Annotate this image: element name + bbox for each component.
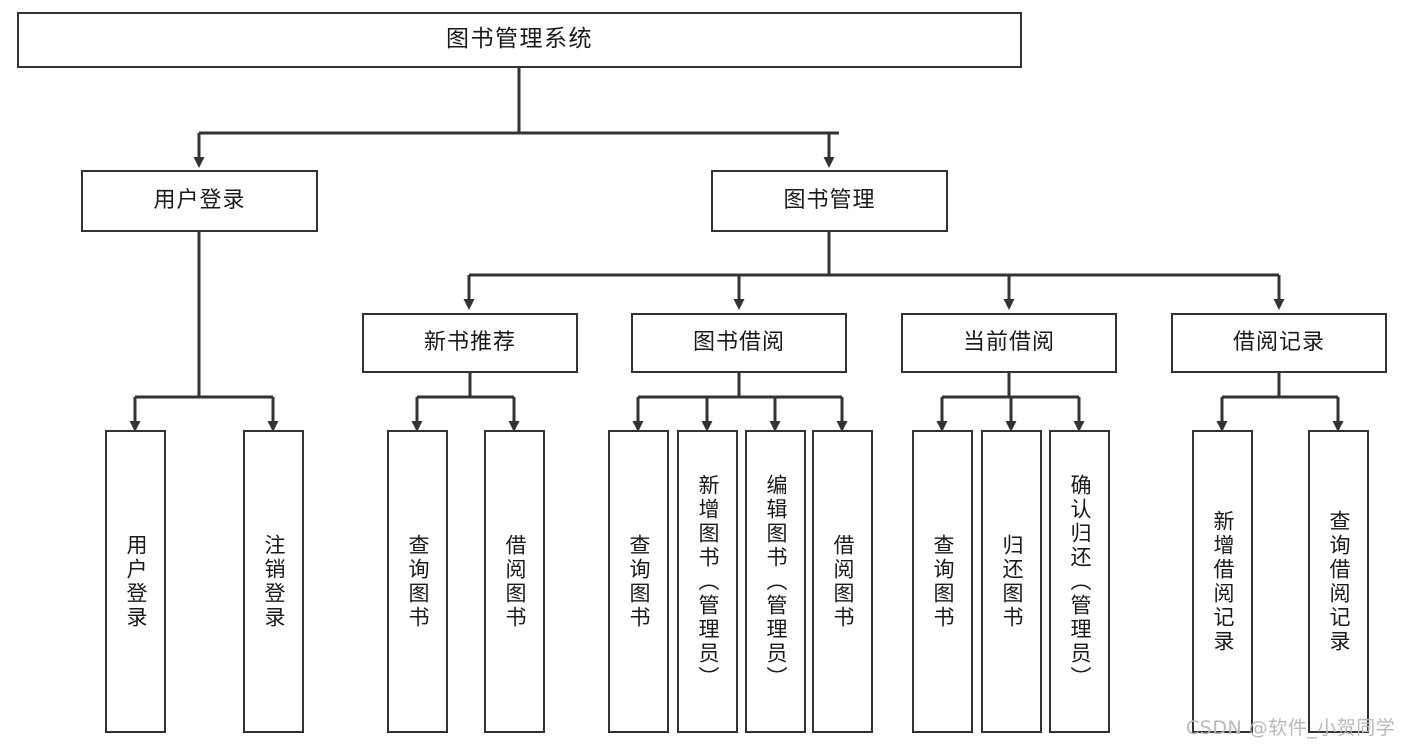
node-label: 借阅记录 <box>1232 329 1325 355</box>
node-label: 查询图书 <box>931 533 955 630</box>
node-label: 借阅图书 <box>503 533 527 630</box>
leaf-book-borrow-borrow[interactable]: 借阅图书 <box>812 430 873 733</box>
node-label: 注销登录 <box>262 533 286 630</box>
node-root-book-management-system[interactable]: 图书管理系统 <box>17 12 1022 68</box>
watermark: CSDN @软件_小贺同学 <box>1186 717 1396 739</box>
node-borrow-records[interactable]: 借阅记录 <box>1171 313 1387 373</box>
leaf-user-login-logout[interactable]: 注销登录 <box>243 430 304 733</box>
node-label: 当前借阅 <box>962 329 1055 355</box>
node-label: 图书管理系统 <box>446 26 593 53</box>
leaf-borrow-record-query[interactable]: 查询借阅记录 <box>1308 430 1369 733</box>
node-book-management[interactable]: 图书管理 <box>711 170 948 232</box>
node-label: 新书推荐 <box>423 329 516 355</box>
node-current-borrowing[interactable]: 当前借阅 <box>901 313 1117 373</box>
leaf-current-borrow-query[interactable]: 查询图书 <box>912 430 973 733</box>
leaf-book-borrow-add-admin[interactable]: 新增图书（管理员） <box>677 430 738 733</box>
node-label: 归还图书 <box>1000 533 1024 630</box>
leaf-book-borrow-query[interactable]: 查询图书 <box>608 430 669 733</box>
node-label: 借阅图书 <box>831 533 855 630</box>
node-label: 确认归还（管理员） <box>1068 473 1092 690</box>
node-label: 编辑图书（管理员） <box>764 473 788 690</box>
leaf-current-borrow-return[interactable]: 归还图书 <box>981 430 1042 733</box>
leaf-user-login-login[interactable]: 用户登录 <box>105 430 166 733</box>
node-user-login[interactable]: 用户登录 <box>81 170 318 232</box>
leaf-new-book-borrow[interactable]: 借阅图书 <box>484 430 545 733</box>
node-label: 查询图书 <box>627 533 651 630</box>
leaf-new-book-query[interactable]: 查询图书 <box>387 430 448 733</box>
node-label: 查询图书 <box>406 533 430 630</box>
leaf-current-borrow-confirm-return-admin[interactable]: 确认归还（管理员） <box>1049 430 1110 733</box>
node-label: 用户登录 <box>153 187 246 213</box>
node-label: 新增图书（管理员） <box>696 473 720 690</box>
node-label: 图书管理 <box>783 187 876 213</box>
node-book-borrowing[interactable]: 图书借阅 <box>631 313 847 373</box>
node-label: 图书借阅 <box>692 329 785 355</box>
node-label: 新增借阅记录 <box>1211 509 1235 654</box>
node-label: 用户登录 <box>124 533 148 630</box>
leaf-borrow-record-add[interactable]: 新增借阅记录 <box>1192 430 1253 733</box>
leaf-book-borrow-edit-admin[interactable]: 编辑图书（管理员） <box>745 430 806 733</box>
node-label: 查询借阅记录 <box>1327 509 1351 654</box>
node-new-book-recommendation[interactable]: 新书推荐 <box>362 313 578 373</box>
